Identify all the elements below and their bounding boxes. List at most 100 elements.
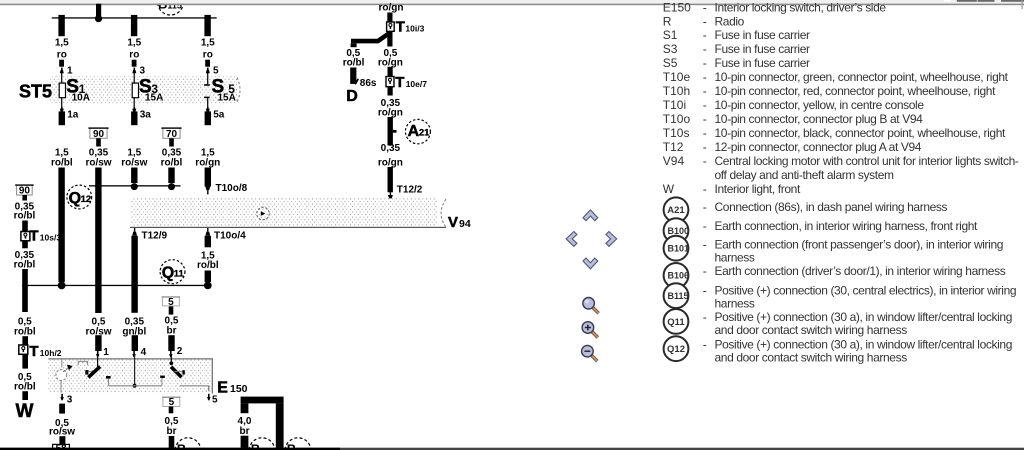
svg-text:90: 90 <box>93 129 105 140</box>
svg-text:br: br <box>167 426 177 437</box>
svg-text:2: 2 <box>177 346 183 357</box>
svg-text:B115: B115 <box>668 291 689 301</box>
svg-text:ro/sw: ro/sw <box>85 157 111 168</box>
svg-text:-: - <box>703 56 707 70</box>
svg-text:1,5: 1,5 <box>55 38 69 49</box>
svg-text:12: 12 <box>81 194 92 205</box>
svg-text:0,5: 0,5 <box>383 48 397 59</box>
svg-text:ro/bl: ro/bl <box>51 157 73 168</box>
svg-text:T10s: T10s <box>663 126 690 140</box>
svg-text:4: 4 <box>141 347 147 358</box>
svg-text:Fuse in fuse carrier: Fuse in fuse carrier <box>715 28 810 42</box>
svg-text:T10i: T10i <box>663 98 686 112</box>
svg-text:A: A <box>408 123 420 140</box>
svg-text:Fuse in fuse carrier: Fuse in fuse carrier <box>715 42 810 56</box>
svg-text:-: - <box>703 219 707 233</box>
svg-text:0,5: 0,5 <box>18 317 32 328</box>
svg-text:-: - <box>703 337 707 351</box>
svg-text:B: B <box>177 441 186 450</box>
svg-text:11: 11 <box>174 269 185 280</box>
svg-text:ro: ro <box>129 50 139 61</box>
svg-text:86s: 86s <box>360 78 377 89</box>
svg-text:E150: E150 <box>663 0 691 14</box>
svg-text:21: 21 <box>419 128 430 139</box>
svg-text:-: - <box>703 310 707 324</box>
svg-text:10-pin connector, red, connect: 10-pin connector, red, connector point, … <box>715 84 997 98</box>
svg-text:Central locking motor with con: Central locking motor with control unit … <box>715 154 1019 168</box>
svg-text:W: W <box>663 182 675 196</box>
svg-text:-: - <box>703 70 707 84</box>
svg-text:Earth connection (front passen: Earth connection (front passenger’s door… <box>715 238 1004 252</box>
svg-text:ro/gn: ro/gn <box>195 157 220 168</box>
svg-text:ro/bl: ro/bl <box>14 259 36 270</box>
svg-text:5: 5 <box>228 82 235 96</box>
svg-text:Q: Q <box>69 190 81 207</box>
svg-text:S1: S1 <box>663 28 678 42</box>
svg-text:1,5: 1,5 <box>127 38 141 49</box>
svg-text:12-pin connector, connector pl: 12-pin connector, connector plug A at V9… <box>715 140 922 154</box>
svg-text:94: 94 <box>459 218 471 230</box>
svg-text:70: 70 <box>166 129 178 140</box>
svg-text:Q: Q <box>162 264 174 281</box>
svg-text:ro/sw: ro/sw <box>49 427 75 438</box>
svg-text:T: T <box>396 18 405 35</box>
svg-text:3: 3 <box>151 82 158 96</box>
svg-text:10-pin connector, yellow, in c: 10-pin connector, yellow, in centre cons… <box>715 98 925 112</box>
svg-text:Interior locking switch, drive: Interior locking switch, driver’s side <box>715 0 887 14</box>
svg-text:10e/7: 10e/7 <box>406 79 428 89</box>
svg-text:B100: B100 <box>668 226 690 236</box>
svg-text:T12/2: T12/2 <box>397 185 423 196</box>
svg-text:-: - <box>703 14 707 28</box>
svg-text:-: - <box>703 84 707 98</box>
svg-text:10-pin connector, green, conne: 10-pin connector, green, connector point… <box>715 70 1009 84</box>
svg-text:1,5: 1,5 <box>201 38 215 49</box>
svg-text:W: W <box>16 401 34 422</box>
svg-text:ro/sw: ro/sw <box>121 157 147 168</box>
svg-text:Q11: Q11 <box>667 317 685 328</box>
svg-text:Positive (+) connection (30, c: Positive (+) connection (30, central ele… <box>715 284 1017 298</box>
svg-text:ro/bl: ro/bl <box>197 260 219 271</box>
svg-text:B: B <box>287 441 296 450</box>
svg-text:-: - <box>703 264 707 278</box>
svg-text:ro/sw: ro/sw <box>85 326 111 337</box>
svg-text:T: T <box>29 343 38 360</box>
svg-text:S: S <box>66 76 79 97</box>
svg-text:T10o/8: T10o/8 <box>216 183 248 194</box>
svg-text:1: 1 <box>79 82 86 96</box>
svg-text:5a: 5a <box>213 110 225 121</box>
svg-text:-: - <box>703 200 707 214</box>
svg-text:1,5: 1,5 <box>201 251 215 262</box>
svg-text:ro/bl: ro/bl <box>161 157 183 168</box>
svg-text:ro/gn: ro/gn <box>378 107 403 118</box>
svg-text:Interior light, front: Interior light, front <box>715 182 801 196</box>
svg-text:-: - <box>703 0 707 14</box>
svg-text:Fuse in fuse carrier: Fuse in fuse carrier <box>715 56 810 70</box>
svg-text:A21: A21 <box>667 205 685 216</box>
svg-text:150: 150 <box>230 383 248 395</box>
svg-text:-: - <box>703 126 707 140</box>
svg-text:0,5: 0,5 <box>92 317 106 328</box>
svg-text:Radio: Radio <box>715 14 745 28</box>
svg-text:V94: V94 <box>663 154 685 168</box>
svg-text:gn/bl: gn/bl <box>122 326 146 337</box>
svg-text:0,5: 0,5 <box>165 316 179 327</box>
svg-text:R: R <box>663 14 672 28</box>
svg-text:ro/bl: ro/bl <box>343 58 365 69</box>
svg-text:ro: ro <box>57 50 67 61</box>
svg-text:ro/gn: ro/gn <box>378 157 403 168</box>
svg-text:T10o: T10o <box>663 112 691 126</box>
svg-text:br: br <box>240 426 250 437</box>
svg-text:V: V <box>448 214 458 231</box>
svg-text:Connection (86s), in dash pane: Connection (86s), in dash panel wiring h… <box>715 200 948 214</box>
svg-text:5: 5 <box>213 66 219 77</box>
svg-text:br: br <box>167 325 177 336</box>
svg-text:-: - <box>703 154 707 168</box>
svg-text:0,5: 0,5 <box>18 372 32 383</box>
svg-text:T: T <box>395 74 404 91</box>
svg-text:harness: harness <box>715 251 755 265</box>
svg-text:0,35: 0,35 <box>381 98 401 109</box>
svg-text:10i/3: 10i/3 <box>405 23 424 33</box>
svg-text:1,5: 1,5 <box>127 147 141 158</box>
svg-text:T12: T12 <box>663 140 684 154</box>
svg-text:-: - <box>703 140 707 154</box>
